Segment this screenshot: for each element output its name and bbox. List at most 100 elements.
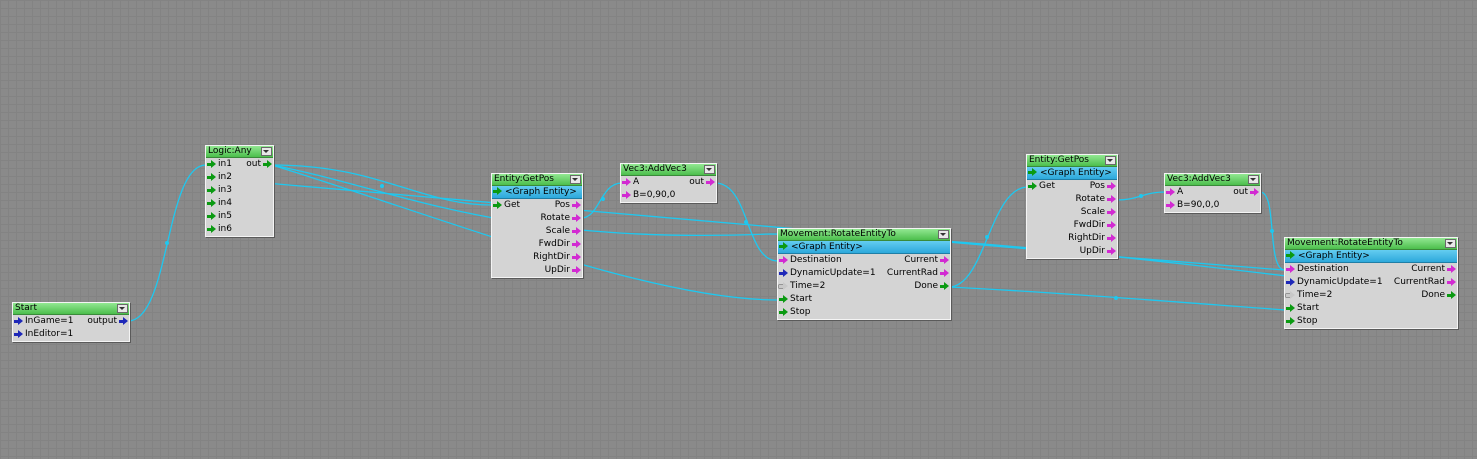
vec3-output-port[interactable] [1447,278,1456,287]
vec3-output-port[interactable] [572,253,581,262]
collapse-button[interactable] [704,165,715,174]
vec3-output-port[interactable] [1107,195,1116,204]
collapse-button[interactable] [1445,239,1456,248]
entity-getpos-node[interactable]: Entity:GetPos <Graph Entity> Get Pos Rot… [1026,154,1118,259]
event-input-port[interactable] [207,212,216,221]
vec3-input-port[interactable] [622,191,631,200]
rotate-entity-to-node[interactable]: Movement:RotateEntityTo <Graph Entity> D… [777,228,951,320]
vec3-output-port[interactable] [1107,182,1116,191]
output-label: CurrentRad [1393,277,1445,287]
event-input-port[interactable] [1028,182,1037,191]
input-label: Start [1297,303,1319,313]
node-title[interactable]: Movement:RotateEntityTo [1285,238,1457,250]
vec3-output-port[interactable] [572,201,581,210]
entity-input-port[interactable] [493,187,502,196]
output-label: out [246,159,261,169]
vec3-input-port[interactable] [1286,265,1295,274]
entity-getpos-node[interactable]: Entity:GetPos <Graph Entity> Get Pos Rot… [491,173,583,278]
event-input-port[interactable] [207,225,216,234]
output-port[interactable] [119,317,128,326]
vec3-output-port[interactable] [1107,247,1116,256]
input-label: in1 [218,159,232,169]
graph-entity-row[interactable]: <Graph Entity> [492,186,582,199]
input-label: Destination [790,255,842,265]
vec3-input-port[interactable] [779,256,788,265]
input-label: Time=2 [790,281,826,291]
event-output-port[interactable] [1447,291,1456,300]
output-label: Current [904,255,938,265]
entity-input-port[interactable] [1028,168,1037,177]
vec3-input-port[interactable] [622,178,631,187]
node-title[interactable]: Vec3:AddVec3 [1165,174,1260,186]
bool-input-port[interactable] [14,317,23,326]
entity-input-port[interactable] [779,242,788,251]
collapse-button[interactable] [1248,175,1259,184]
port-row: Stop [1285,315,1457,328]
collapse-button[interactable] [117,304,128,313]
event-input-port[interactable] [207,173,216,182]
event-input-port[interactable] [207,186,216,195]
output-label: out [1233,187,1248,197]
vec3-output-port[interactable] [940,256,949,265]
output-port[interactable] [263,160,272,169]
graph-entity-row[interactable]: <Graph Entity> [778,241,950,254]
input-label: DynamicUpdate=1 [790,268,876,278]
bool-input-port[interactable] [1286,278,1295,287]
collapse-button[interactable] [570,175,581,184]
vec3-addvec3-node[interactable]: Vec3:AddVec3 A out B=0,90,0 [620,163,717,203]
vec3-input-port[interactable] [1166,201,1175,210]
vec3-output-port[interactable] [1447,265,1456,274]
entity-input-port[interactable] [1286,251,1295,260]
bool-input-port[interactable] [779,269,788,278]
node-title[interactable]: Entity:GetPos [1027,155,1117,167]
input-label: DynamicUpdate=1 [1297,277,1383,287]
event-input-port[interactable] [779,295,788,304]
event-input-port[interactable] [493,201,502,210]
event-input-port[interactable] [779,308,788,317]
vec3-output-port[interactable] [572,266,581,275]
event-input-port[interactable] [207,199,216,208]
rotate-entity-to-node[interactable]: Movement:RotateEntityTo <Graph Entity> D… [1284,237,1458,329]
vec3-output-port[interactable] [572,227,581,236]
event-output-port[interactable] [940,282,949,291]
port-row: Destination Current [1285,263,1457,276]
vec3-output-port[interactable] [572,214,581,223]
input-label: Stop [790,307,811,317]
graph-entity-row[interactable]: <Graph Entity> [1027,167,1117,180]
node-title[interactable]: Start [13,303,129,315]
node-title[interactable]: Logic:Any [206,146,273,158]
collapse-button[interactable] [1105,156,1116,165]
vec3-addvec3-node[interactable]: Vec3:AddVec3 A out B=90,0,0 [1164,173,1261,213]
float-input-port[interactable] [1286,291,1295,300]
node-title[interactable]: Entity:GetPos [492,174,582,186]
wire-logic-out-to-getpos1-get [271,164,493,206]
collapse-button[interactable] [938,230,949,239]
vec3-output-port[interactable] [1107,221,1116,230]
graph-entity-row[interactable]: <Graph Entity> [1285,250,1457,263]
start-node[interactable]: Start InGame=1 output InEditor=1 [12,302,130,342]
output-label: Pos [1089,181,1105,191]
vec3-output-port[interactable] [940,269,949,278]
output-label: Rotate [1075,194,1105,204]
node-title[interactable]: Movement:RotateEntityTo [778,229,950,241]
wire-rotate1-done-to-getpos2-get [948,186,1029,288]
float-input-port[interactable] [779,282,788,291]
event-input-port[interactable] [207,160,216,169]
collapse-button[interactable] [261,147,272,156]
bool-input-port[interactable] [14,330,23,339]
wire-start-output-to-logic-in1 [127,164,207,322]
input-label: A [1177,187,1184,197]
port-row: A out [1165,186,1260,199]
vec3-input-port[interactable] [1166,188,1175,197]
vec3-output-port[interactable] [1107,234,1116,243]
vec3-output-port[interactable] [1250,188,1259,197]
event-input-port[interactable] [1286,317,1295,326]
node-title[interactable]: Vec3:AddVec3 [621,164,716,176]
logic-any-node[interactable]: Logic:Any in1 out in2 in3 in4 in5 in6 [205,145,274,237]
event-input-port[interactable] [1286,304,1295,313]
input-label: A [633,177,640,187]
vec3-output-port[interactable] [706,178,715,187]
vec3-output-port[interactable] [1107,208,1116,217]
vec3-output-port[interactable] [572,240,581,249]
